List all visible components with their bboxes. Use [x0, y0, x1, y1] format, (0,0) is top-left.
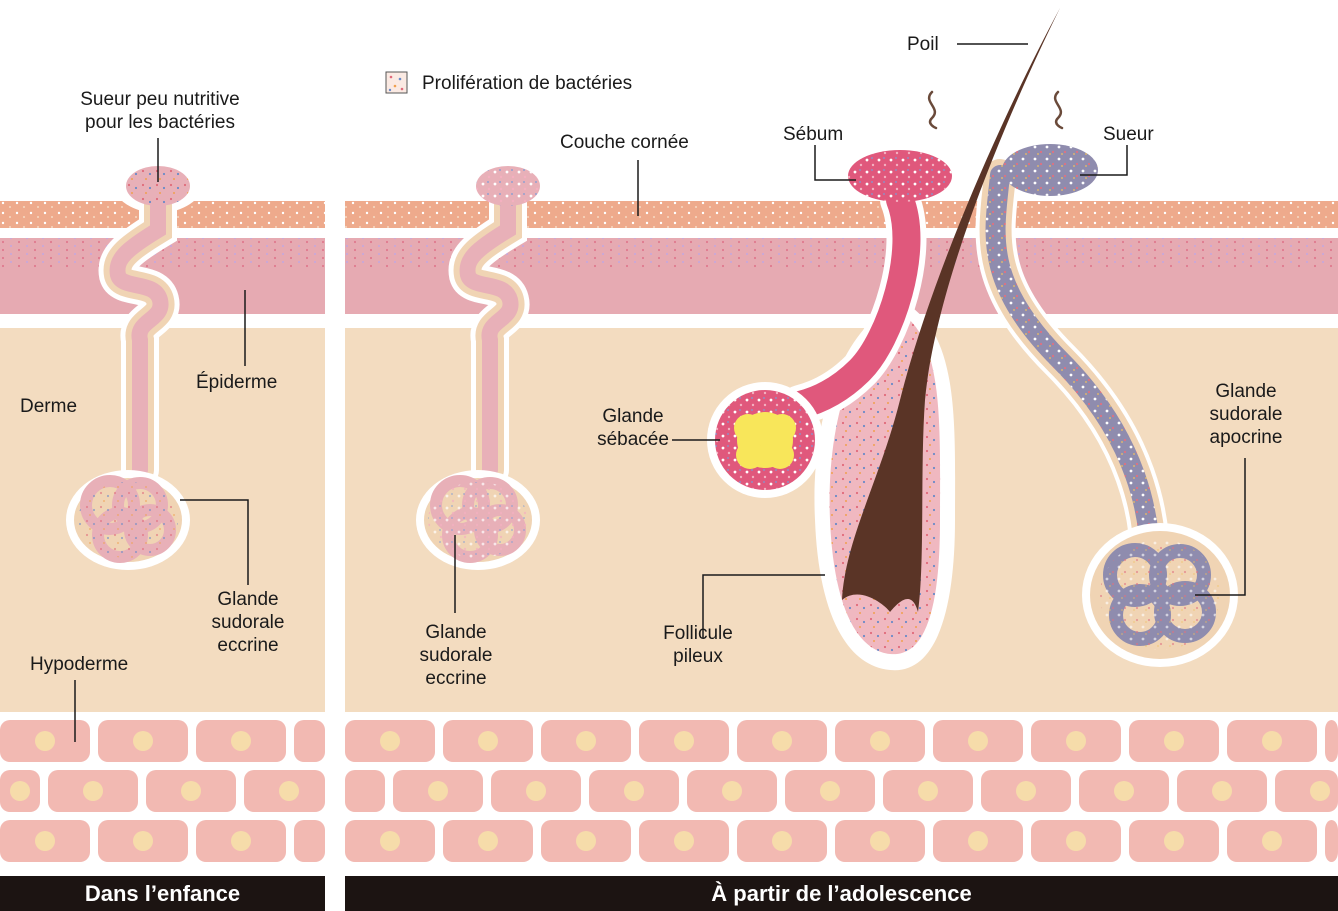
derme-label: Derme [20, 395, 77, 418]
hypodermis-right [345, 720, 1338, 862]
cell-nucleus [526, 781, 546, 801]
cell-nucleus [1066, 731, 1086, 751]
cell-nucleus [1262, 731, 1282, 751]
cell-nucleus [576, 731, 596, 751]
sebum-label: Sébum [783, 123, 843, 146]
cell-nucleus [478, 831, 498, 851]
cell-nucleus [428, 781, 448, 801]
cell-nucleus [1016, 781, 1036, 801]
cell-nucleus [968, 731, 988, 751]
cell-nucleus [820, 781, 840, 801]
sueur-label: Sueur [1103, 123, 1154, 146]
cell-nucleus [1164, 731, 1184, 751]
cell-nucleus [772, 831, 792, 851]
epiderme-label: Épiderme [196, 371, 277, 394]
cell-nucleus [380, 731, 400, 751]
couche-cornee-label: Couche cornée [560, 131, 689, 154]
odor-icon [929, 92, 1062, 128]
cell-nucleus [674, 831, 694, 851]
cell-nucleus [1212, 781, 1232, 801]
cell-nucleus [1310, 781, 1330, 801]
adolescence-panel-title: À partir de l’adolescence [345, 876, 1338, 911]
hypodermis-left [0, 720, 325, 862]
cell-nucleus [772, 731, 792, 751]
legend-swatch-icon [386, 72, 407, 93]
cell-nucleus [478, 731, 498, 751]
cell-nucleus [870, 731, 890, 751]
cell-nucleus [870, 831, 890, 851]
cell-nucleus [674, 731, 694, 751]
hypodermis-cell [1325, 820, 1338, 862]
childhood-panel [0, 138, 325, 862]
childhood-panel-title: Dans l’enfance [0, 876, 325, 911]
poil-label: Poil [907, 33, 939, 56]
hypoderme-label: Hypoderme [30, 653, 128, 676]
cell-nucleus [1066, 831, 1086, 851]
legend-label: Prolifération de bactéries [422, 72, 632, 95]
hypodermis-cell [1325, 720, 1338, 762]
cell-nucleus [968, 831, 988, 851]
cell-nucleus [1262, 831, 1282, 851]
cell-nucleus [380, 831, 400, 851]
hypodermis-cell [345, 770, 385, 812]
cell-nucleus [1114, 781, 1134, 801]
cell-nucleus [1164, 831, 1184, 851]
cell-nucleus [576, 831, 596, 851]
cell-nucleus [624, 781, 644, 801]
cell-nucleus [918, 781, 938, 801]
cell-nucleus [722, 781, 742, 801]
